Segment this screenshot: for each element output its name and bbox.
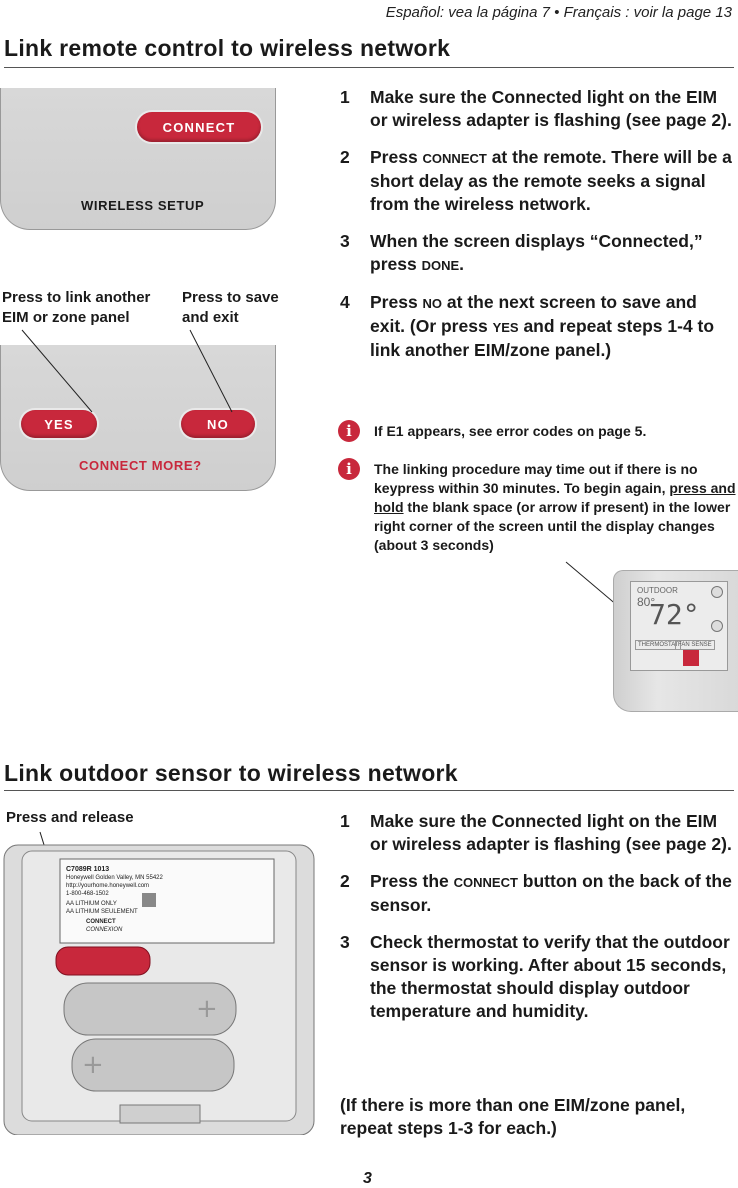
outdoor-temp: 80° [637, 595, 656, 609]
sensor-url: http://yourhome.honeywell.com [66, 883, 150, 889]
section-title-sensor: Link outdoor sensor to wireless network [4, 760, 458, 786]
step-number: 2 [340, 147, 350, 167]
step-number: 3 [340, 932, 350, 952]
sensor-connect-en: CONNECT [86, 919, 116, 925]
step-number: 4 [340, 292, 350, 312]
step-text-part: Press [370, 292, 423, 312]
remote-control-bottom: YES NO CONNECT MORE? [0, 345, 276, 491]
sensor-label-text: C7089R 1013 Honeywell Golden Valley, MN … [66, 866, 196, 934]
remote-control-top: CONNECT WIRELESS SETUP [0, 88, 276, 230]
outdoor-label-text: OUTDOOR [637, 586, 678, 595]
callout-press-release: Press and release [6, 809, 134, 826]
indoor-temp: 72° [649, 598, 700, 631]
no-button[interactable]: NO [181, 410, 255, 438]
thermostat-right-button[interactable]: FAN SENSE [675, 640, 715, 650]
sensor-phone: 1-800-468-1502 [66, 891, 109, 897]
step-text-part: Press the [370, 871, 454, 891]
battery-plus-icon: + [82, 1050, 104, 1080]
step-text-part: button on the back of the sensor. [370, 871, 732, 915]
list-item: 4 Press NO at the next screen to save an… [340, 291, 736, 362]
list-item: 3 When the screen displays “Connected,” … [340, 230, 736, 277]
yes-button[interactable]: YES [21, 410, 97, 438]
sensor-grip [119, 1104, 201, 1124]
step-number: 1 [340, 811, 350, 831]
callout-yes: Press to link another EIM or zone panel [2, 289, 151, 326]
step-text-part: Press [370, 147, 423, 167]
list-item: 3 Check thermostat to verify that the ou… [340, 931, 736, 1023]
connect-button[interactable]: CONNECT [137, 112, 261, 142]
sensor-model: C7089R 1013 [66, 866, 110, 873]
step-text: Make sure the Connected light on the EIM… [370, 811, 732, 854]
step-keyword: YES [492, 320, 519, 335]
step-number: 1 [340, 87, 350, 107]
battery-icon [63, 982, 237, 1036]
language-reference: Español: vea la página 7 • Français : vo… [385, 4, 732, 21]
step-number: 2 [340, 871, 350, 891]
sensor-label [59, 858, 275, 944]
note-timeout: i The linking procedure may time out if … [338, 458, 738, 555]
step-keyword: NO [422, 296, 443, 311]
sensor-battery-fr: AA LITHIUM SEULEMENT [66, 909, 138, 915]
note-text: If E1 appears, see error codes on page 5… [374, 423, 647, 439]
section-divider [4, 790, 734, 791]
step-keyword: CONNECT [453, 875, 518, 890]
note-underline: press and hold [374, 480, 736, 515]
footnote: (If there is more than one EIM/zone pane… [340, 1095, 686, 1138]
section-divider [4, 67, 734, 68]
callout-no: Press to save and exit [182, 289, 279, 326]
blank-space-target[interactable] [683, 650, 699, 666]
step-text-part: and repeat steps 1-4 to link another EIM… [370, 316, 715, 360]
step-number: 3 [340, 231, 350, 251]
list-item: 2 Press CONNECT at the remote. There wil… [340, 146, 736, 216]
step-text-part: . [459, 254, 464, 274]
sensor-connect-button[interactable] [55, 946, 151, 976]
sensor-steps-list: 1 Make sure the Connected light on the E… [340, 810, 736, 1037]
sensor-battery-en: AA LITHIUM ONLY [66, 901, 117, 907]
note-error-codes: i If E1 appears, see error codes on page… [338, 420, 738, 442]
list-item: 1 Make sure the Connected light on the E… [340, 810, 736, 856]
wireless-setup-caption: WIRELESS SETUP [81, 198, 205, 213]
step-keyword: DONE [421, 258, 460, 273]
arrow-up-icon[interactable] [711, 586, 723, 598]
note-text-part: the blank space (or arrow if present) in… [374, 499, 731, 553]
sensor-connect-fr: CONNEXION [86, 927, 123, 933]
arrow-down-icon[interactable] [711, 620, 723, 632]
info-icon: i [338, 420, 360, 442]
step-text: When the screen displays “Connected,” pr… [370, 230, 736, 277]
note-text-part: The linking procedure may time out if th… [374, 461, 698, 496]
info-icon: i [338, 458, 360, 480]
qr-code-icon [142, 893, 156, 907]
note-text: The linking procedure may time out if th… [374, 460, 738, 555]
step-text: Press the CONNECT button on the back of … [370, 870, 736, 917]
step-text: Check thermostat to verify that the outd… [370, 932, 730, 1021]
step-keyword: CONNECT [422, 151, 487, 166]
remote-steps-list: 1 Make sure the Connected light on the E… [340, 86, 736, 376]
sensor-company: Honeywell Golden Valley, MN 55422 [66, 875, 163, 881]
outdoor-sensor-illustration: + + [3, 844, 315, 1135]
section-title-remote: Link remote control to wireless network [4, 35, 451, 61]
step-text: Press CONNECT at the remote. There will … [370, 146, 736, 216]
step-text-part: at the remote. There will be a short del… [370, 147, 732, 214]
list-item: 2 Press the CONNECT button on the back o… [340, 870, 736, 917]
thermostat-left-button[interactable]: THERMOSTAT [635, 640, 682, 650]
step-text-part: When the screen displays “Connected,” pr… [370, 231, 703, 274]
step-text: Make sure the Connected light on the EIM… [370, 87, 732, 130]
connect-more-caption: CONNECT MORE? [79, 458, 202, 473]
step-text: Press NO at the next screen to save and … [370, 291, 736, 362]
page-number: 3 [363, 1170, 372, 1187]
step-text-part: at the next screen to save and exit. (Or… [370, 292, 697, 336]
list-item: 1 Make sure the Connected light on the E… [340, 86, 736, 132]
battery-icon [71, 1038, 235, 1092]
battery-plus-icon: + [196, 994, 218, 1024]
